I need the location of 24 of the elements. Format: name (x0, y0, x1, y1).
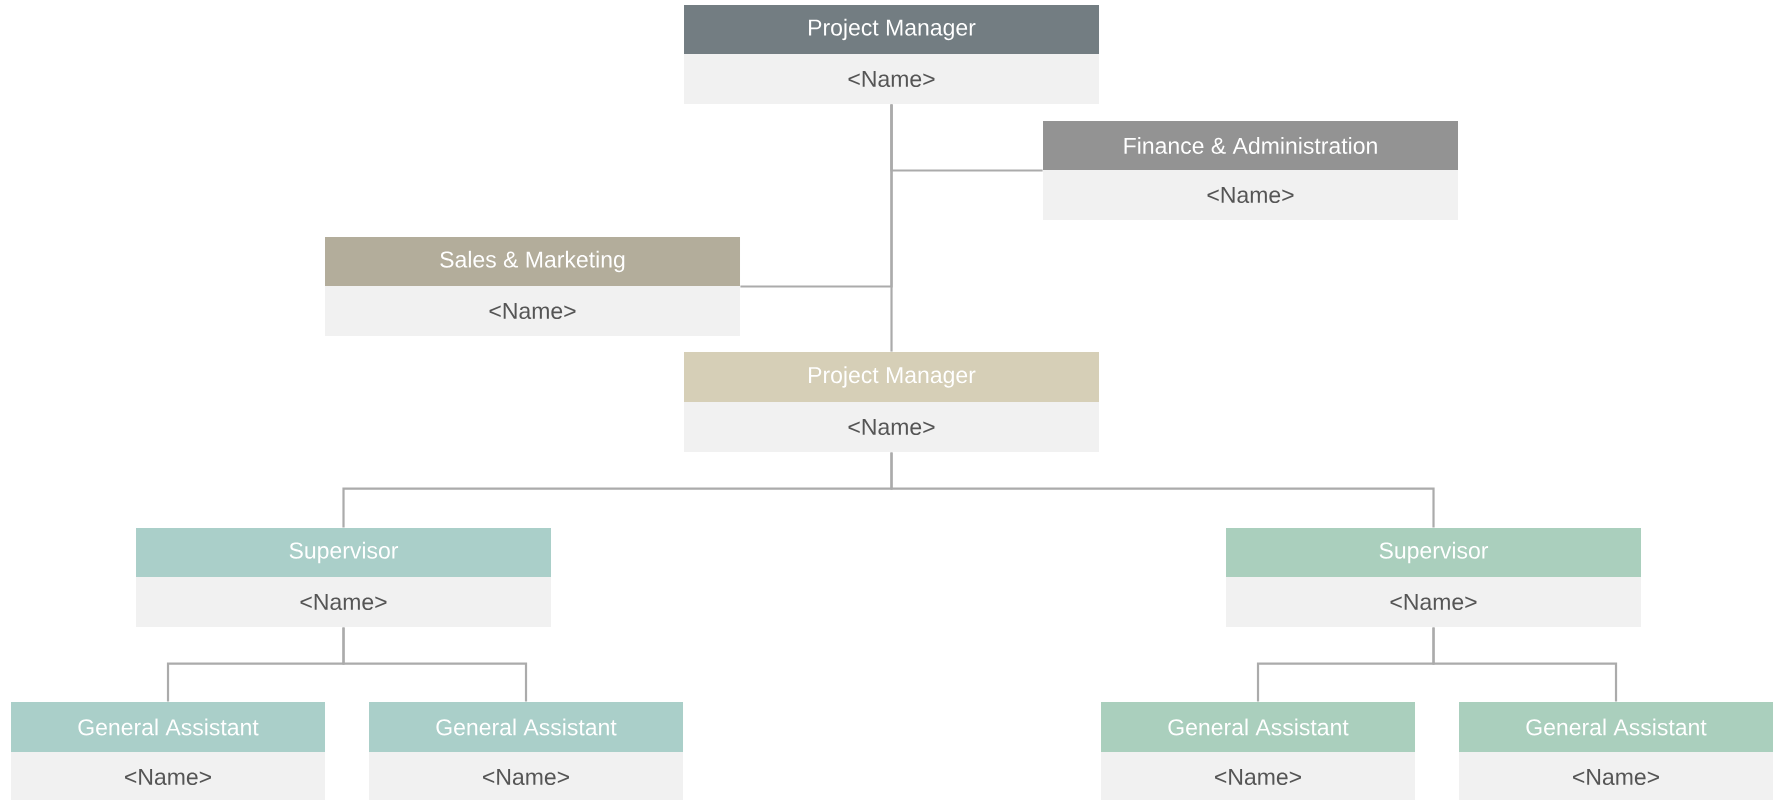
org-box: Project Manager <Name> (684, 5, 1099, 104)
org-box: Sales & Marketing <Name> (325, 237, 740, 336)
org-box: General Assistant <Name> (1459, 702, 1773, 800)
node-label: <Name> (125, 768, 211, 786)
node-label: <Name> (1215, 768, 1301, 786)
org-box: Project Manager <Name> (684, 352, 1099, 452)
org-box: General Assistant <Name> (1101, 702, 1415, 800)
node-label: <Name> (1573, 768, 1659, 786)
node-label: Supervisor (1379, 541, 1489, 564)
node-label: Project Manager (809, 18, 976, 41)
node-label: <Name> (848, 418, 935, 436)
org-box: General Assistant <Name> (11, 702, 325, 800)
org-box: Supervisor <Name> (1226, 528, 1641, 627)
connector-line (890, 452, 1435, 528)
connector-line (890, 104, 893, 352)
node-label: Sales & Marketing (440, 250, 625, 273)
node-label: Finance & Administration (1124, 137, 1377, 154)
connector-line (342, 627, 528, 702)
org-box: Finance & Administration <Name> (1043, 121, 1458, 220)
org-box: Supervisor <Name> (136, 528, 551, 627)
node-label: <Name> (483, 768, 569, 786)
connector-line (1432, 627, 1618, 702)
org-box: General Assistant <Name> (369, 702, 683, 800)
node-label: Supervisor (289, 541, 399, 564)
